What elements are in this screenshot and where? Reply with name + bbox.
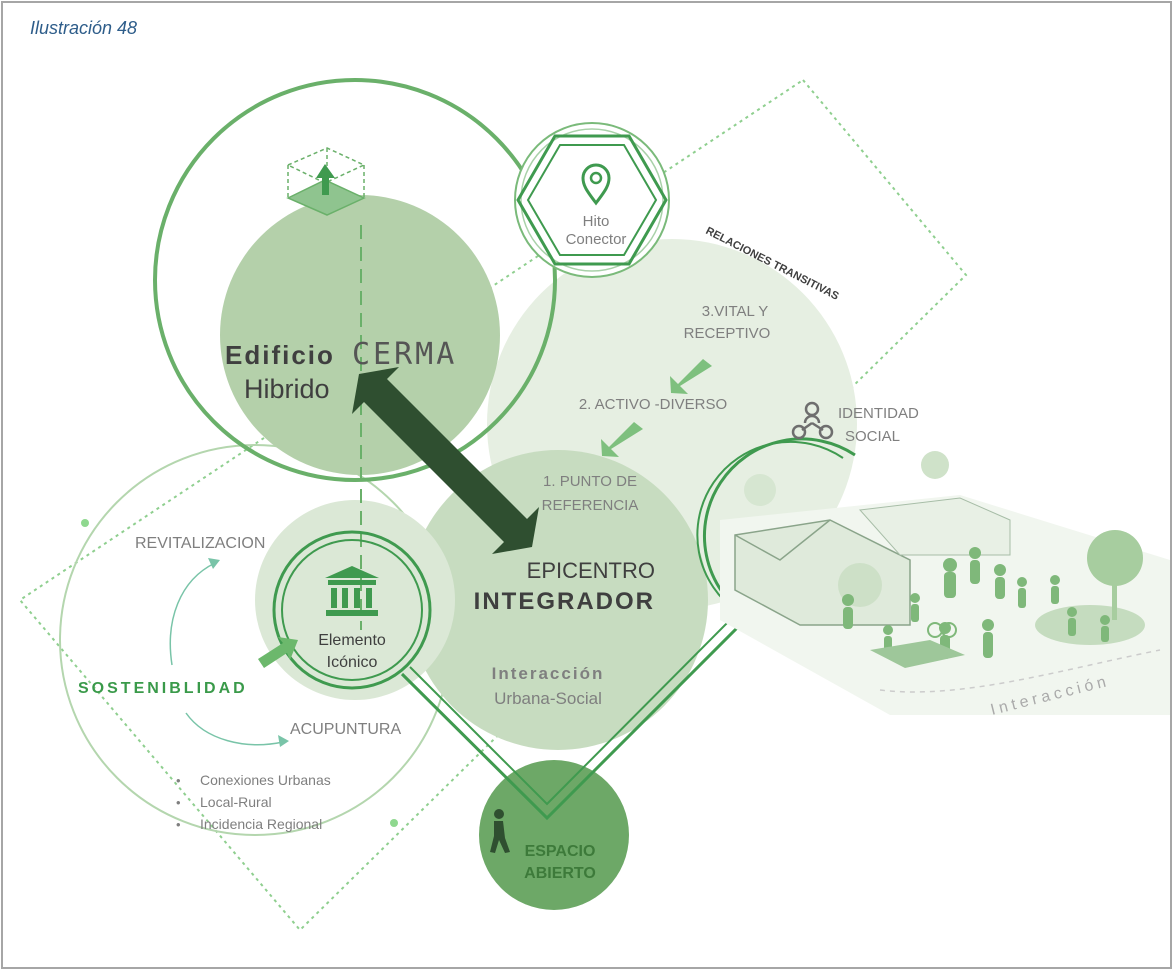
pedestrian-icon (490, 809, 510, 853)
elemento-inner-ring (281, 539, 423, 681)
hibrido-label: Hibrido (244, 374, 330, 404)
elemento-label-1: Elemento (318, 632, 386, 649)
vital-label-1: 3.VITAL Y (702, 303, 768, 320)
bullet-item: Incidencia Regional (200, 816, 322, 832)
hito-hexagon-inner (526, 144, 658, 256)
hito-circle-inner (520, 128, 664, 272)
elemento-outer-ring (272, 530, 432, 690)
urbana-social-label: Urbana-Social (494, 689, 602, 708)
espacio-abierto-circle (479, 760, 629, 910)
punto-label-1: 1. PUNTO DE (543, 473, 637, 490)
interaccion-label: Interacción (492, 664, 605, 683)
bullet-list: • Conexiones Urbanas • Local-Rural • Inc… (176, 772, 331, 832)
cerma-label: CERMA (352, 337, 457, 372)
epicentro-circle (408, 450, 708, 750)
edificio-label: Edificio (225, 340, 335, 370)
small-arrow (670, 359, 712, 394)
hito-label: Hito (583, 213, 610, 230)
small-arrow (601, 422, 643, 457)
bullet-marker: • (176, 773, 181, 788)
curved-arrow (169, 562, 216, 666)
bullet-item: Local-Rural (200, 794, 272, 810)
espacio-label: ESPACIO (525, 843, 596, 860)
vital-label-2: RECEPTIVO (684, 325, 771, 342)
urban-scene-illustration (720, 451, 1170, 715)
elemento-label-2: Icónico (327, 654, 378, 671)
curved-arrow-head (208, 558, 220, 569)
connector-v-inner (409, 440, 844, 806)
curved-arrow (185, 712, 284, 746)
sostenibilidad-label: SOSTENIBLIDAD (78, 680, 248, 697)
conector-label: Conector (566, 231, 627, 248)
bullet-marker: • (176, 817, 181, 832)
figure-caption: Ilustración 48 (30, 18, 138, 38)
edificio-outline-circle (153, 78, 557, 482)
bullet-marker: • (176, 795, 181, 810)
dot-marker (390, 819, 398, 827)
integrador-label: INTEGRADOR (474, 588, 655, 615)
curved-arrow-head (278, 735, 289, 747)
dot-marker (81, 519, 89, 527)
identidad-label-1: IDENTIDAD (838, 405, 919, 422)
acupuntura-label: ACUPUNTURA (290, 721, 401, 738)
small-arrow (258, 637, 298, 668)
location-pin-icon (581, 163, 611, 206)
building-columns-icon (325, 566, 379, 616)
activo-label: 2. ACTIVO -DIVERSO (579, 396, 727, 413)
people-network-icon (791, 401, 834, 440)
hito-hexagon-outer (516, 134, 668, 266)
cube-arrow-icon (286, 147, 366, 216)
abierto-label: ABIERTO (524, 865, 596, 882)
epicentro-label: EPICENTRO (527, 558, 655, 583)
punto-label-2: REFERENCIA (542, 497, 639, 514)
identidad-label-2: SOCIAL (845, 428, 900, 445)
bullet-item: Conexiones Urbanas (200, 772, 331, 788)
revitalizacion-label: REVITALIZACION (135, 535, 265, 552)
double-arrow (352, 367, 539, 554)
